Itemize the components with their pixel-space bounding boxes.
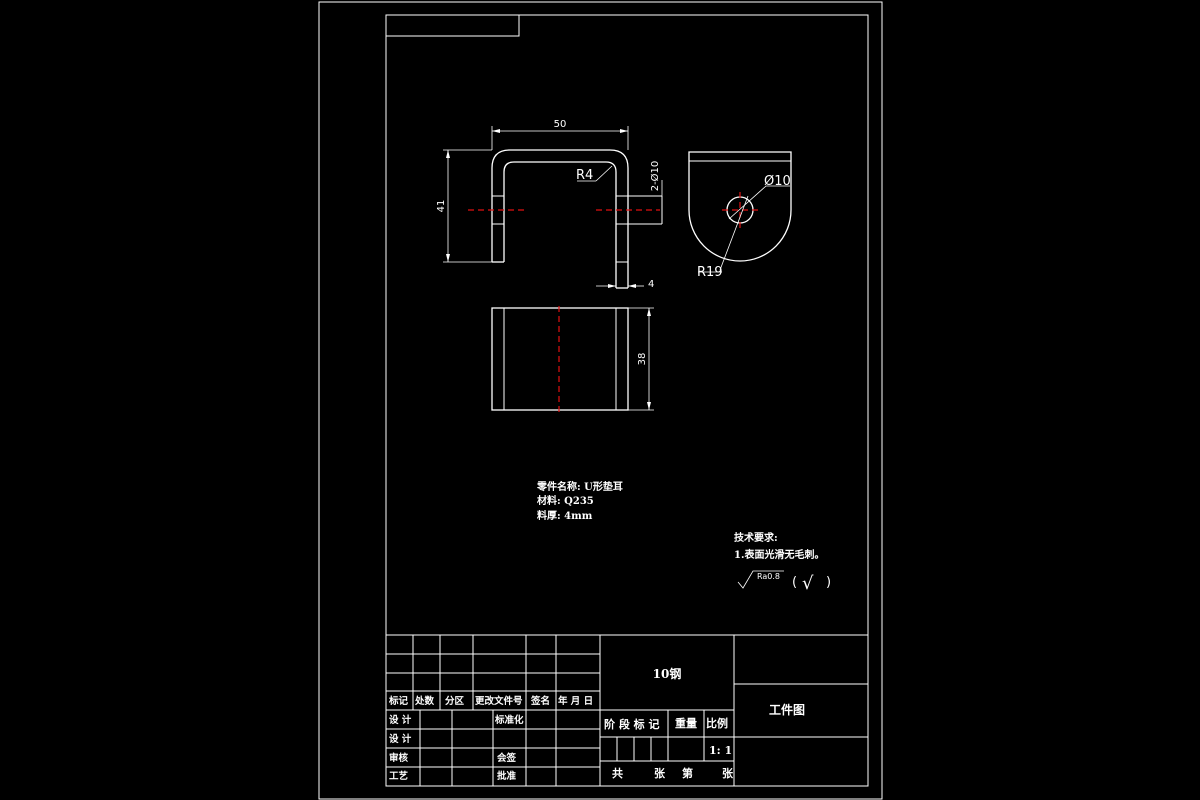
- check-mark-icon: √: [802, 573, 814, 594]
- front-view: [468, 149, 663, 289]
- hdr-date: 年 月 日: [558, 695, 593, 707]
- dim-50-text: 50: [554, 119, 567, 130]
- dimension-38: 38: [628, 307, 654, 411]
- sheet-number: 第: [682, 766, 693, 780]
- material-label: 10钢: [653, 666, 682, 681]
- hdr-count: 处数: [414, 695, 435, 707]
- scale-label: 比例: [706, 716, 728, 730]
- dim-holes-text: 2-Ø10: [649, 161, 661, 192]
- hdr-zone: 分区: [445, 695, 465, 707]
- inner-frame: [385, 14, 869, 787]
- dim-41-text: 41: [436, 200, 447, 213]
- sheets-unit: 张: [654, 766, 666, 780]
- roughness-symbol-icon: [737, 570, 784, 589]
- row-review-label: 审核: [389, 752, 409, 764]
- part-material: 材料: Q235: [537, 494, 594, 507]
- dim-38-text: 38: [637, 353, 648, 366]
- hdr-mark: 标记: [388, 695, 409, 707]
- dim-r4-text: R4: [576, 168, 593, 183]
- sheet-unit: 张: [722, 766, 734, 780]
- drawing-title: 工件图: [769, 702, 805, 717]
- dimension-r4: R4: [576, 165, 613, 183]
- part-thickness: 料厚: 4mm: [537, 509, 593, 522]
- row-approve-label: 批准: [497, 770, 517, 782]
- roughness-value: Ra0.8: [757, 572, 780, 581]
- hdr-sign: 签名: [530, 695, 550, 707]
- dimension-50: 50: [491, 119, 629, 150]
- part-name: 零件名称: U形垫耳: [536, 480, 623, 493]
- row-check-label: 会签: [497, 752, 517, 764]
- check-open: (: [792, 575, 797, 590]
- dimension-r19: R19: [697, 195, 749, 280]
- outer-border: [318, 1, 883, 800]
- dim-r19-text: R19: [697, 265, 723, 280]
- top-view: [491, 306, 629, 412]
- title-block: 标记 处数 分区 更改文件号 签名 年 月 日 设 计 标准化 设 计 审核 会…: [386, 634, 868, 786]
- dim-phi10-text: Ø10: [764, 174, 791, 189]
- tech-item-1: 1.表面光滑无毛刺。: [734, 548, 824, 561]
- row-draw-label: 设 计: [389, 733, 412, 745]
- row-craft-label: 工艺: [389, 770, 409, 782]
- tech-title: 技术要求:: [734, 531, 778, 544]
- dimension-2-phi10: 2-Ø10: [649, 161, 663, 224]
- row-std-label: 标准化: [494, 714, 524, 726]
- scale-value: 1: 1: [709, 744, 732, 757]
- tech-requirements: 技术要求: 1.表面光滑无毛刺。 Ra0.8 ( √ ): [734, 531, 831, 594]
- part-info: 零件名称: U形垫耳 材料: Q235 料厚: 4mm: [536, 480, 623, 522]
- sheets-total: 共: [612, 766, 623, 780]
- dimension-4: 4: [596, 279, 654, 290]
- hdr-doc: 更改文件号: [475, 695, 523, 707]
- dimension-phi10: Ø10: [728, 174, 791, 220]
- dim-4-text: 4: [648, 279, 654, 290]
- corner-tag-box: [385, 14, 520, 37]
- stage-label: 阶 段 标 记: [604, 717, 660, 731]
- row-design-label: 设 计: [389, 714, 412, 726]
- dimension-41: 41: [436, 149, 492, 263]
- weight-label: 重量: [675, 716, 697, 730]
- side-view: [688, 151, 792, 262]
- check-close: ): [826, 575, 831, 590]
